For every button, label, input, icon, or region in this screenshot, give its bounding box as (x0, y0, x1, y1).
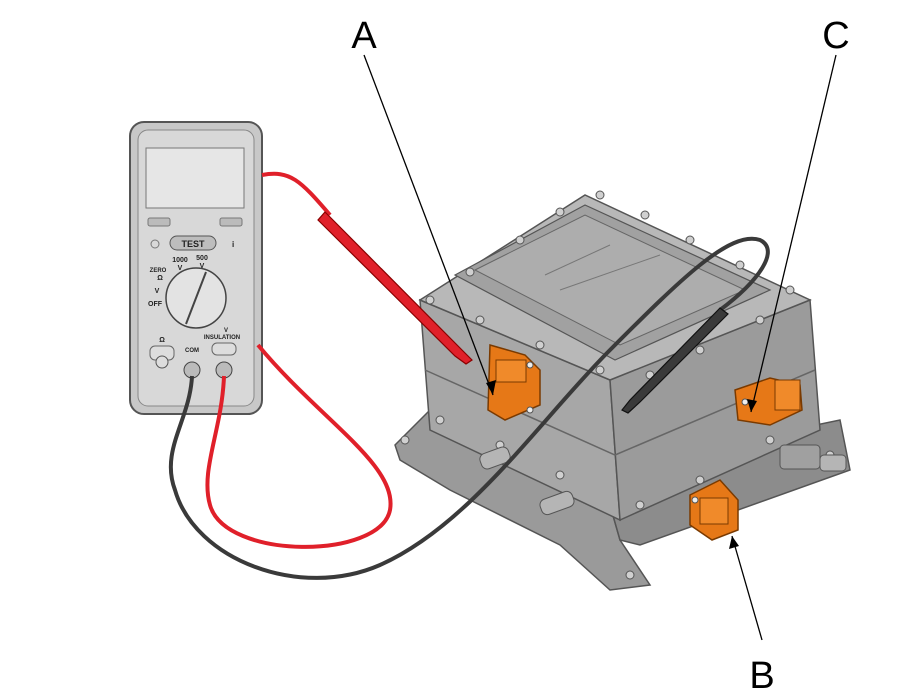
test-button-label: TEST (181, 239, 205, 249)
com-jack (183, 361, 201, 379)
svg-text:V: V (224, 328, 228, 334)
svg-text:Ω: Ω (159, 337, 165, 344)
svg-text:Ω: Ω (157, 275, 163, 282)
test-leads (168, 171, 770, 580)
svg-text:1000: 1000 (172, 257, 188, 264)
callout-c: C (747, 15, 850, 413)
svg-text:V: V (155, 288, 160, 295)
insulation-tester: TEST i 1000 V 500 V ZERO Ω V OFF Ω COM V… (129, 121, 263, 415)
svg-text:INSULATION: INSULATION (204, 335, 240, 341)
svg-text:OFF: OFF (148, 301, 163, 308)
red-probe (317, 211, 473, 365)
connector-b (689, 479, 739, 541)
svg-text:V: V (200, 263, 205, 270)
connector-c (734, 377, 803, 426)
callout-label-a: A (351, 15, 377, 57)
inverter-housing (394, 190, 851, 591)
svg-text:500: 500 (196, 255, 208, 262)
callout-a: A (351, 15, 496, 396)
connector-a (487, 344, 541, 421)
black-probe (621, 307, 729, 414)
svg-text:ZERO: ZERO (150, 268, 167, 274)
backlight-icon (150, 239, 160, 249)
test-button (169, 235, 217, 251)
svg-text:V: V (178, 265, 183, 272)
callout-label-c: C (822, 15, 849, 57)
info-icon: i (232, 240, 234, 249)
ohm-jack (155, 355, 169, 369)
svg-text:COM: COM (185, 348, 199, 354)
v-insulation-jack (215, 361, 233, 379)
callout-label-b: B (749, 655, 774, 697)
callout-b: B (729, 535, 775, 697)
